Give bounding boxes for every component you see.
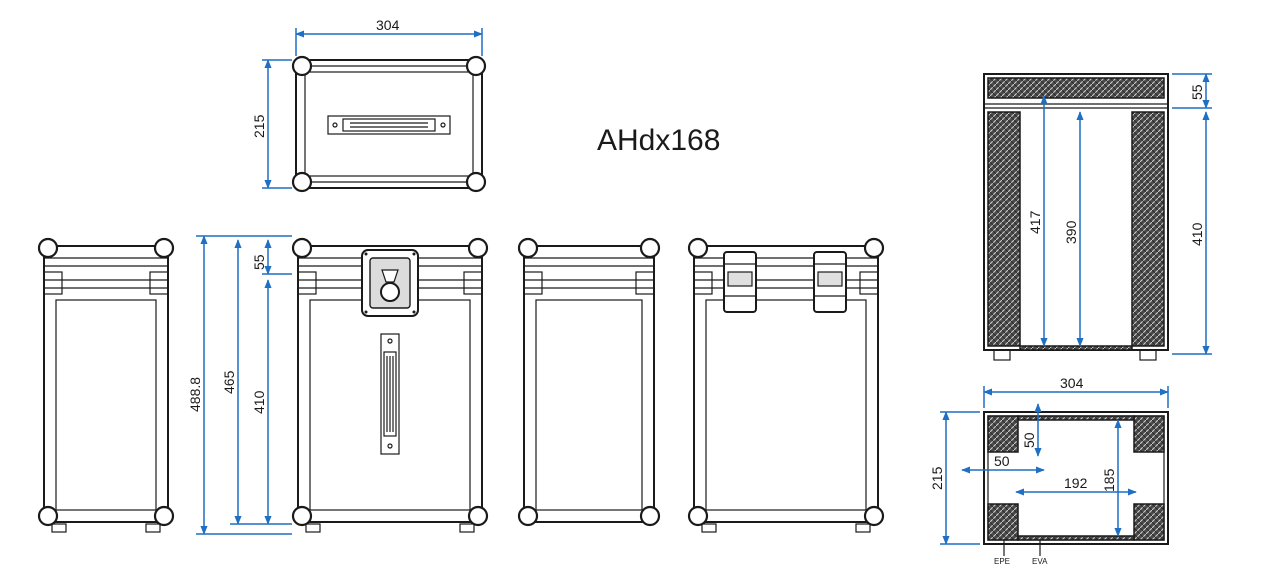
dim-overall-height: 488.8	[187, 377, 203, 412]
dim-lid-height: 55	[251, 254, 267, 270]
dim-inner-height: 410	[251, 390, 267, 414]
dim-corner-x: 50	[994, 453, 1010, 469]
side-view-left	[37, 237, 175, 533]
section-view: 55 417 390 410	[983, 73, 1212, 361]
dim-corner-y: 50	[1021, 432, 1037, 448]
dim-section-outer: 417	[1027, 210, 1043, 234]
plan-section: 304 215 50 50 192 185 EPE EVA	[929, 375, 1169, 566]
hinge-left	[723, 251, 757, 313]
hinge-right	[813, 251, 847, 313]
side-view-right	[517, 237, 661, 527]
dim-plan-depth: 215	[929, 466, 945, 490]
top-view: 304 215	[251, 17, 487, 193]
butterfly-latch	[361, 249, 419, 317]
side-handle	[380, 333, 400, 455]
dim-section-body: 410	[1189, 222, 1205, 246]
material-eva-label: EVA	[1032, 557, 1048, 566]
back-view	[687, 237, 885, 533]
dim-body-height: 465	[221, 370, 237, 394]
dim-inner-depth: 185	[1101, 468, 1117, 492]
dim-section-lid: 55	[1189, 84, 1205, 100]
front-view: 488.8 465 55 410	[187, 235, 489, 535]
dim-inner-width: 192	[1064, 475, 1088, 491]
material-epe-label: EPE	[994, 557, 1010, 566]
dim-top-depth: 215	[251, 114, 267, 138]
dim-top-width: 304	[376, 17, 400, 33]
dim-plan-width: 304	[1060, 375, 1084, 391]
model-title: AHdx168	[597, 124, 720, 157]
dim-section-inner: 390	[1063, 220, 1079, 244]
handle-top	[327, 115, 451, 135]
